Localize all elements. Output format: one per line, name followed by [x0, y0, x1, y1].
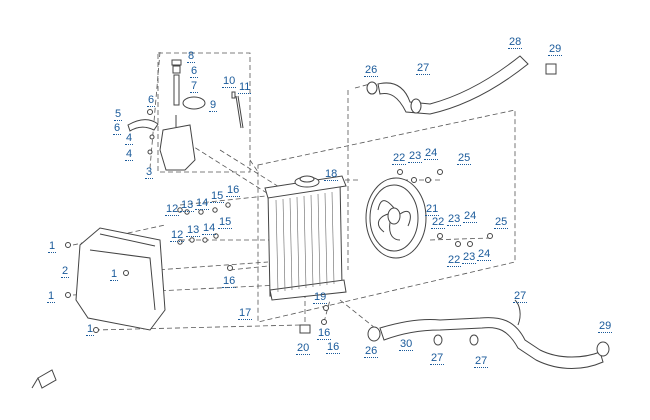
callout-23c[interactable]: 23 — [462, 251, 477, 264]
radiator-core — [264, 175, 347, 334]
callout-26a[interactable]: 26 — [364, 64, 379, 77]
callout-12a[interactable]: 12 — [165, 203, 180, 216]
callout-15a[interactable]: 15 — [210, 190, 225, 203]
callout-23b[interactable]: 23 — [447, 213, 462, 226]
callout-13a[interactable]: 13 — [180, 199, 195, 212]
callout-28[interactable]: 28 — [508, 36, 523, 49]
callout-23a[interactable]: 23 — [408, 150, 423, 163]
callout-27b[interactable]: 27 — [513, 290, 528, 303]
callout-24a[interactable]: 24 — [424, 147, 439, 160]
callout-20[interactable]: 20 — [296, 342, 311, 355]
callout-19[interactable]: 19 — [313, 291, 328, 304]
callout-11[interactable]: 11 — [238, 81, 252, 94]
callout-14a[interactable]: 14 — [195, 197, 210, 210]
callout-22b[interactable]: 22 — [431, 216, 446, 229]
callout-13b[interactable]: 13 — [186, 224, 201, 237]
callout-16c[interactable]: 16 — [317, 327, 332, 340]
callout-10[interactable]: 10 — [222, 75, 237, 88]
callout-3[interactable]: 3 — [145, 166, 154, 179]
callout-30[interactable]: 30 — [399, 338, 414, 351]
callout-22c[interactable]: 22 — [447, 254, 462, 267]
callout-1d[interactable]: 1 — [86, 323, 95, 336]
callout-25b[interactable]: 25 — [494, 216, 509, 229]
callout-24b[interactable]: 24 — [463, 210, 478, 223]
radiator-shroud — [75, 227, 166, 331]
callout-12b[interactable]: 12 — [170, 229, 185, 242]
callout-16d[interactable]: 16 — [326, 341, 341, 354]
callout-15b[interactable]: 15 — [218, 216, 233, 229]
callout-25a[interactable]: 25 — [457, 152, 472, 165]
callout-6c[interactable]: 6 — [113, 122, 122, 135]
callout-18[interactable]: 18 — [324, 168, 339, 181]
callout-27c[interactable]: 27 — [430, 352, 445, 365]
callout-4a[interactable]: 4 — [125, 132, 134, 145]
callout-27a[interactable]: 27 — [416, 62, 431, 75]
callout-21[interactable]: 21 — [425, 203, 440, 216]
callout-24c[interactable]: 24 — [477, 248, 492, 261]
callout-1a[interactable]: 1 — [48, 240, 57, 253]
callout-27d[interactable]: 27 — [474, 355, 489, 368]
callout-17[interactable]: 17 — [238, 307, 253, 320]
callout-7[interactable]: 7 — [190, 80, 199, 93]
callout-29a[interactable]: 29 — [548, 43, 563, 56]
callout-5[interactable]: 5 — [114, 108, 123, 121]
callout-26b[interactable]: 26 — [364, 345, 379, 358]
callout-1b[interactable]: 1 — [110, 268, 119, 281]
callout-29b[interactable]: 29 — [598, 320, 613, 333]
lower-hose — [367, 299, 610, 369]
front-direction-icon — [31, 369, 57, 389]
callout-16a[interactable]: 16 — [226, 184, 241, 197]
callout-6b[interactable]: 6 — [147, 94, 156, 107]
callout-6a[interactable]: 6 — [190, 65, 199, 78]
callout-22a[interactable]: 22 — [392, 152, 407, 165]
callout-8[interactable]: 8 — [187, 50, 196, 63]
callout-16b[interactable]: 16 — [222, 275, 237, 288]
upper-hose — [366, 55, 557, 115]
fasteners — [65, 169, 493, 333]
callout-1c[interactable]: 1 — [47, 290, 56, 303]
callout-14b[interactable]: 14 — [202, 222, 217, 235]
callout-2[interactable]: 2 — [61, 265, 70, 278]
cooling-fan — [365, 177, 427, 259]
callout-4b[interactable]: 4 — [125, 148, 134, 161]
callout-9[interactable]: 9 — [209, 99, 218, 112]
expansion-tank — [127, 59, 244, 171]
